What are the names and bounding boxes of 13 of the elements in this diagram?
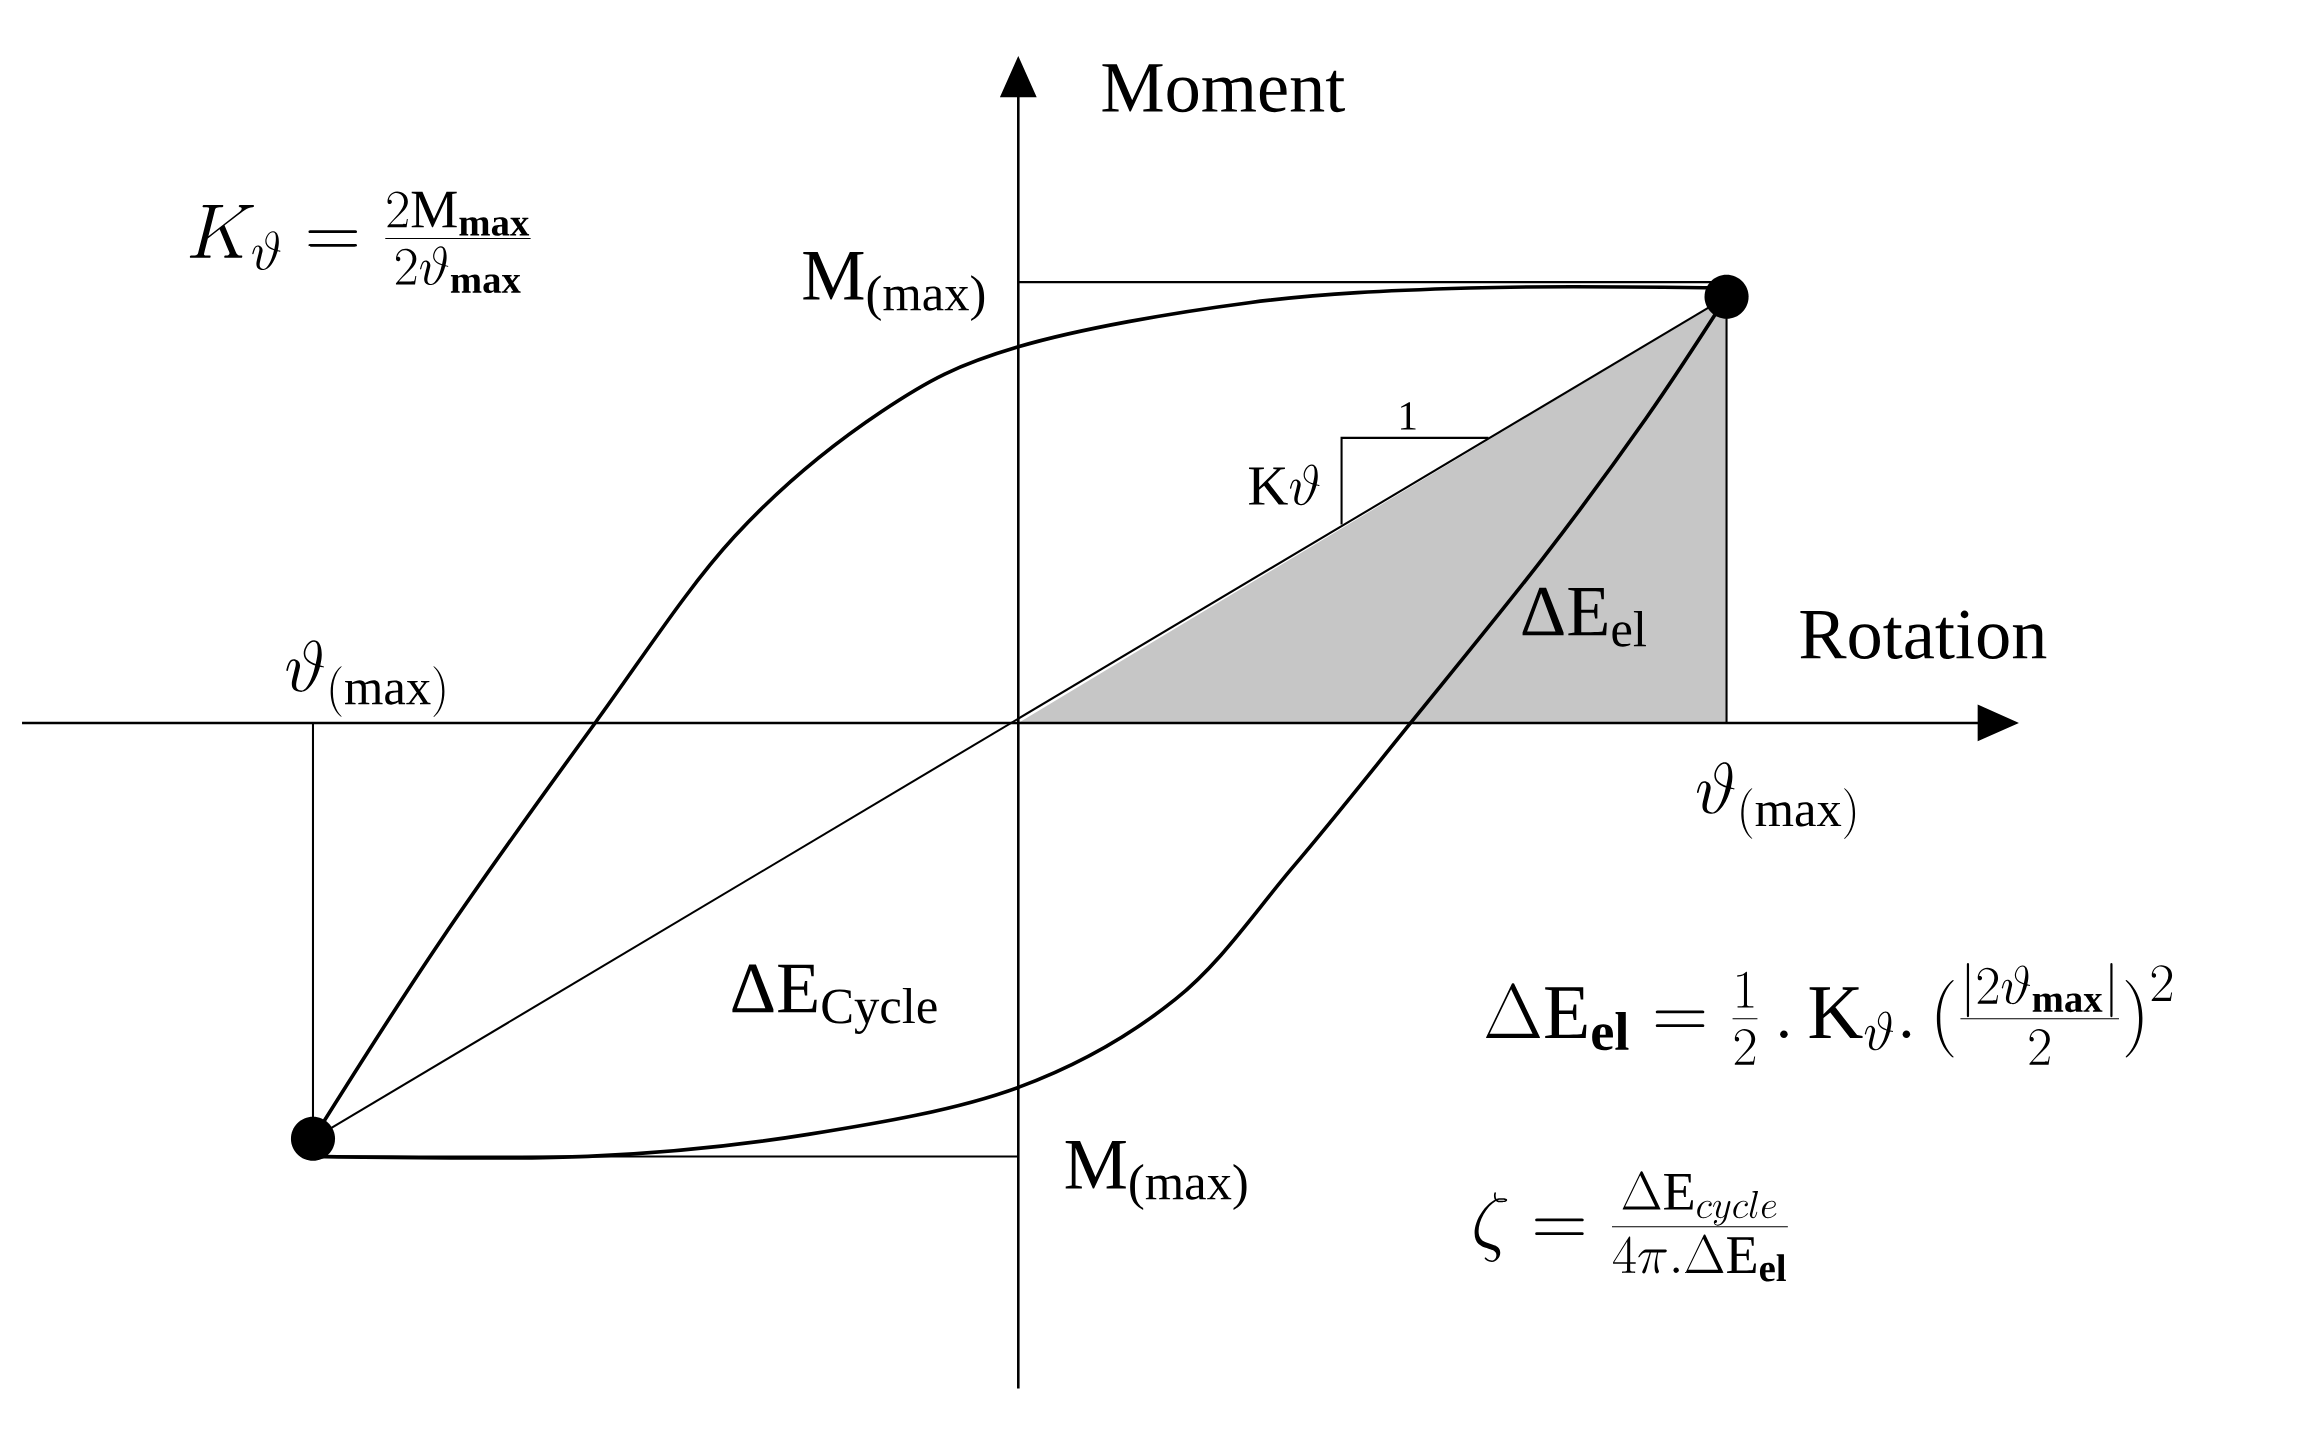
area-label: ΔE$_{Cycle}$ <box>732 964 937 1034</box>
formula: $K_{\vartheta} = \frac{2\mathrm{M}_{\mathbf{max}}}{2\vartheta_{\mathbf{max}}}$ <box>189 191 531 294</box>
slope-label: $\mathrm{K}\vartheta$ <box>1249 464 1320 506</box>
axis-value-label: M$_{(max)}$ <box>803 252 985 321</box>
axis-value-label: M$_{(max)}$ <box>1065 1141 1247 1210</box>
formula: $\zeta = \frac{\Delta \mathrm{E}_{cycle}}{4\pi . \Delta \mathrm{E}_{\mathbf{el}}}$ <box>1474 1171 1788 1282</box>
axis-value-label: $\vartheta_{\mathrm{(max)}}$ <box>286 640 445 717</box>
axis-label: Rotation <box>1800 610 2047 660</box>
axis-value-label: $\vartheta_{\mathrm{(max)}}$ <box>1696 762 1856 839</box>
area-label: ΔE$_{el}$ <box>1522 587 1646 647</box>
formula: $\Delta \mathrm{E}_{\mathbf{el}} = \frac{1}{2}\,.\,\mathrm{K}_{\vartheta}.\,\Big(\frac{|2\vartheta_{\mathbf{max}}|}{2}\Big)^{2}$ <box>1486 963 2173 1065</box>
axis-label: Moment <box>1102 64 1345 113</box>
slope-label: 1 <box>1401 402 1416 430</box>
